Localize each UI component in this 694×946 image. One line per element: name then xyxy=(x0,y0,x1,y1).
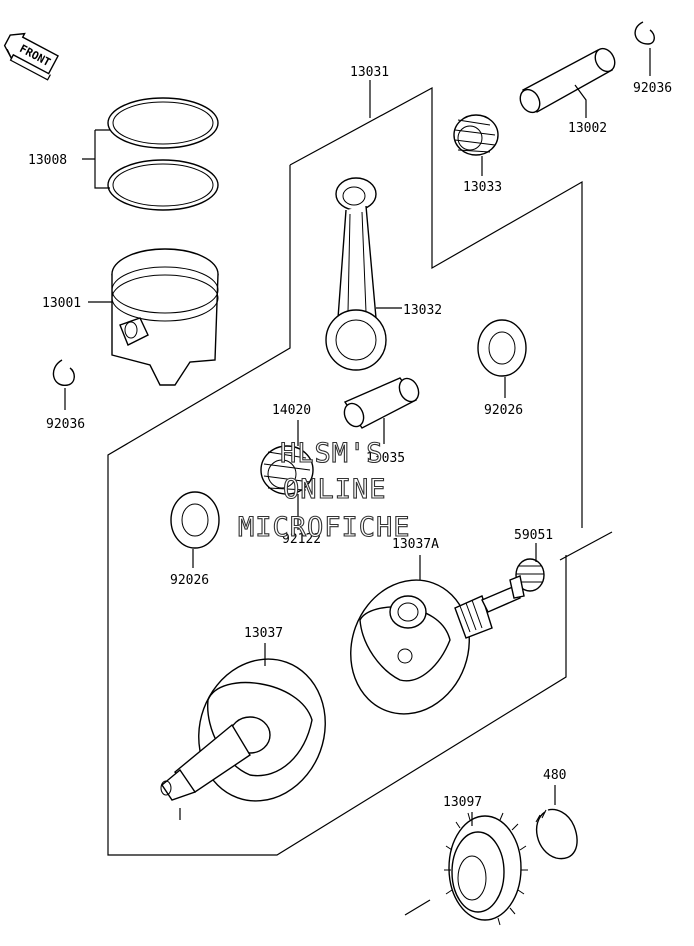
watermark-line3: MICROFICHE xyxy=(238,512,411,543)
label-13037A: 13037A xyxy=(392,537,439,552)
thrust-washer-right xyxy=(477,319,527,398)
connecting-rod xyxy=(325,177,402,371)
watermark-line1: HLSM'S xyxy=(280,438,384,469)
crank-pin xyxy=(343,377,420,444)
label-92036-right: 92036 xyxy=(633,81,672,96)
watermark: HLSM'S ONLINE MICROFICHE xyxy=(237,437,411,543)
label-13031: 13031 xyxy=(350,65,389,80)
piston-rings xyxy=(82,97,219,211)
label-92026-left: 92026 xyxy=(170,573,209,588)
label-59051: 59051 xyxy=(514,528,553,543)
label-13037: 13037 xyxy=(244,626,283,641)
label-92122: 92122 xyxy=(282,532,321,547)
piston-pin xyxy=(519,47,616,118)
part-labels: 13031 13008 13001 92036 92036 13002 1303… xyxy=(28,65,672,810)
thrust-washer-left xyxy=(170,491,220,568)
label-92036-left: 92036 xyxy=(46,417,85,432)
label-13097: 13097 xyxy=(443,795,482,810)
crank-gear xyxy=(404,812,528,926)
assembly-outline xyxy=(107,86,613,856)
label-13033: 13033 xyxy=(463,180,502,195)
label-480: 480 xyxy=(543,768,566,783)
needle-bearing-small-end xyxy=(453,114,499,176)
circlip-right xyxy=(634,21,655,76)
label-13032: 13032 xyxy=(403,303,442,318)
piston xyxy=(111,248,219,386)
crankshaft-right xyxy=(350,555,521,715)
label-92026-right: 92026 xyxy=(484,403,523,418)
label-14020: 14020 xyxy=(272,403,311,418)
needle-bearing-big-end xyxy=(260,420,314,530)
label-13001: 13001 xyxy=(42,296,81,311)
crankshaft-left xyxy=(160,643,326,802)
front-arrow-icon: FRONT xyxy=(3,32,59,81)
circlip-left xyxy=(52,359,75,410)
label-13035: 13035 xyxy=(366,451,405,466)
snap-ring xyxy=(535,785,578,860)
small-gear xyxy=(509,543,545,599)
leader-lines xyxy=(88,80,371,820)
label-13002: 13002 xyxy=(568,121,607,136)
watermark-line2: ONLINE xyxy=(283,474,387,505)
label-13008: 13008 xyxy=(28,153,67,168)
